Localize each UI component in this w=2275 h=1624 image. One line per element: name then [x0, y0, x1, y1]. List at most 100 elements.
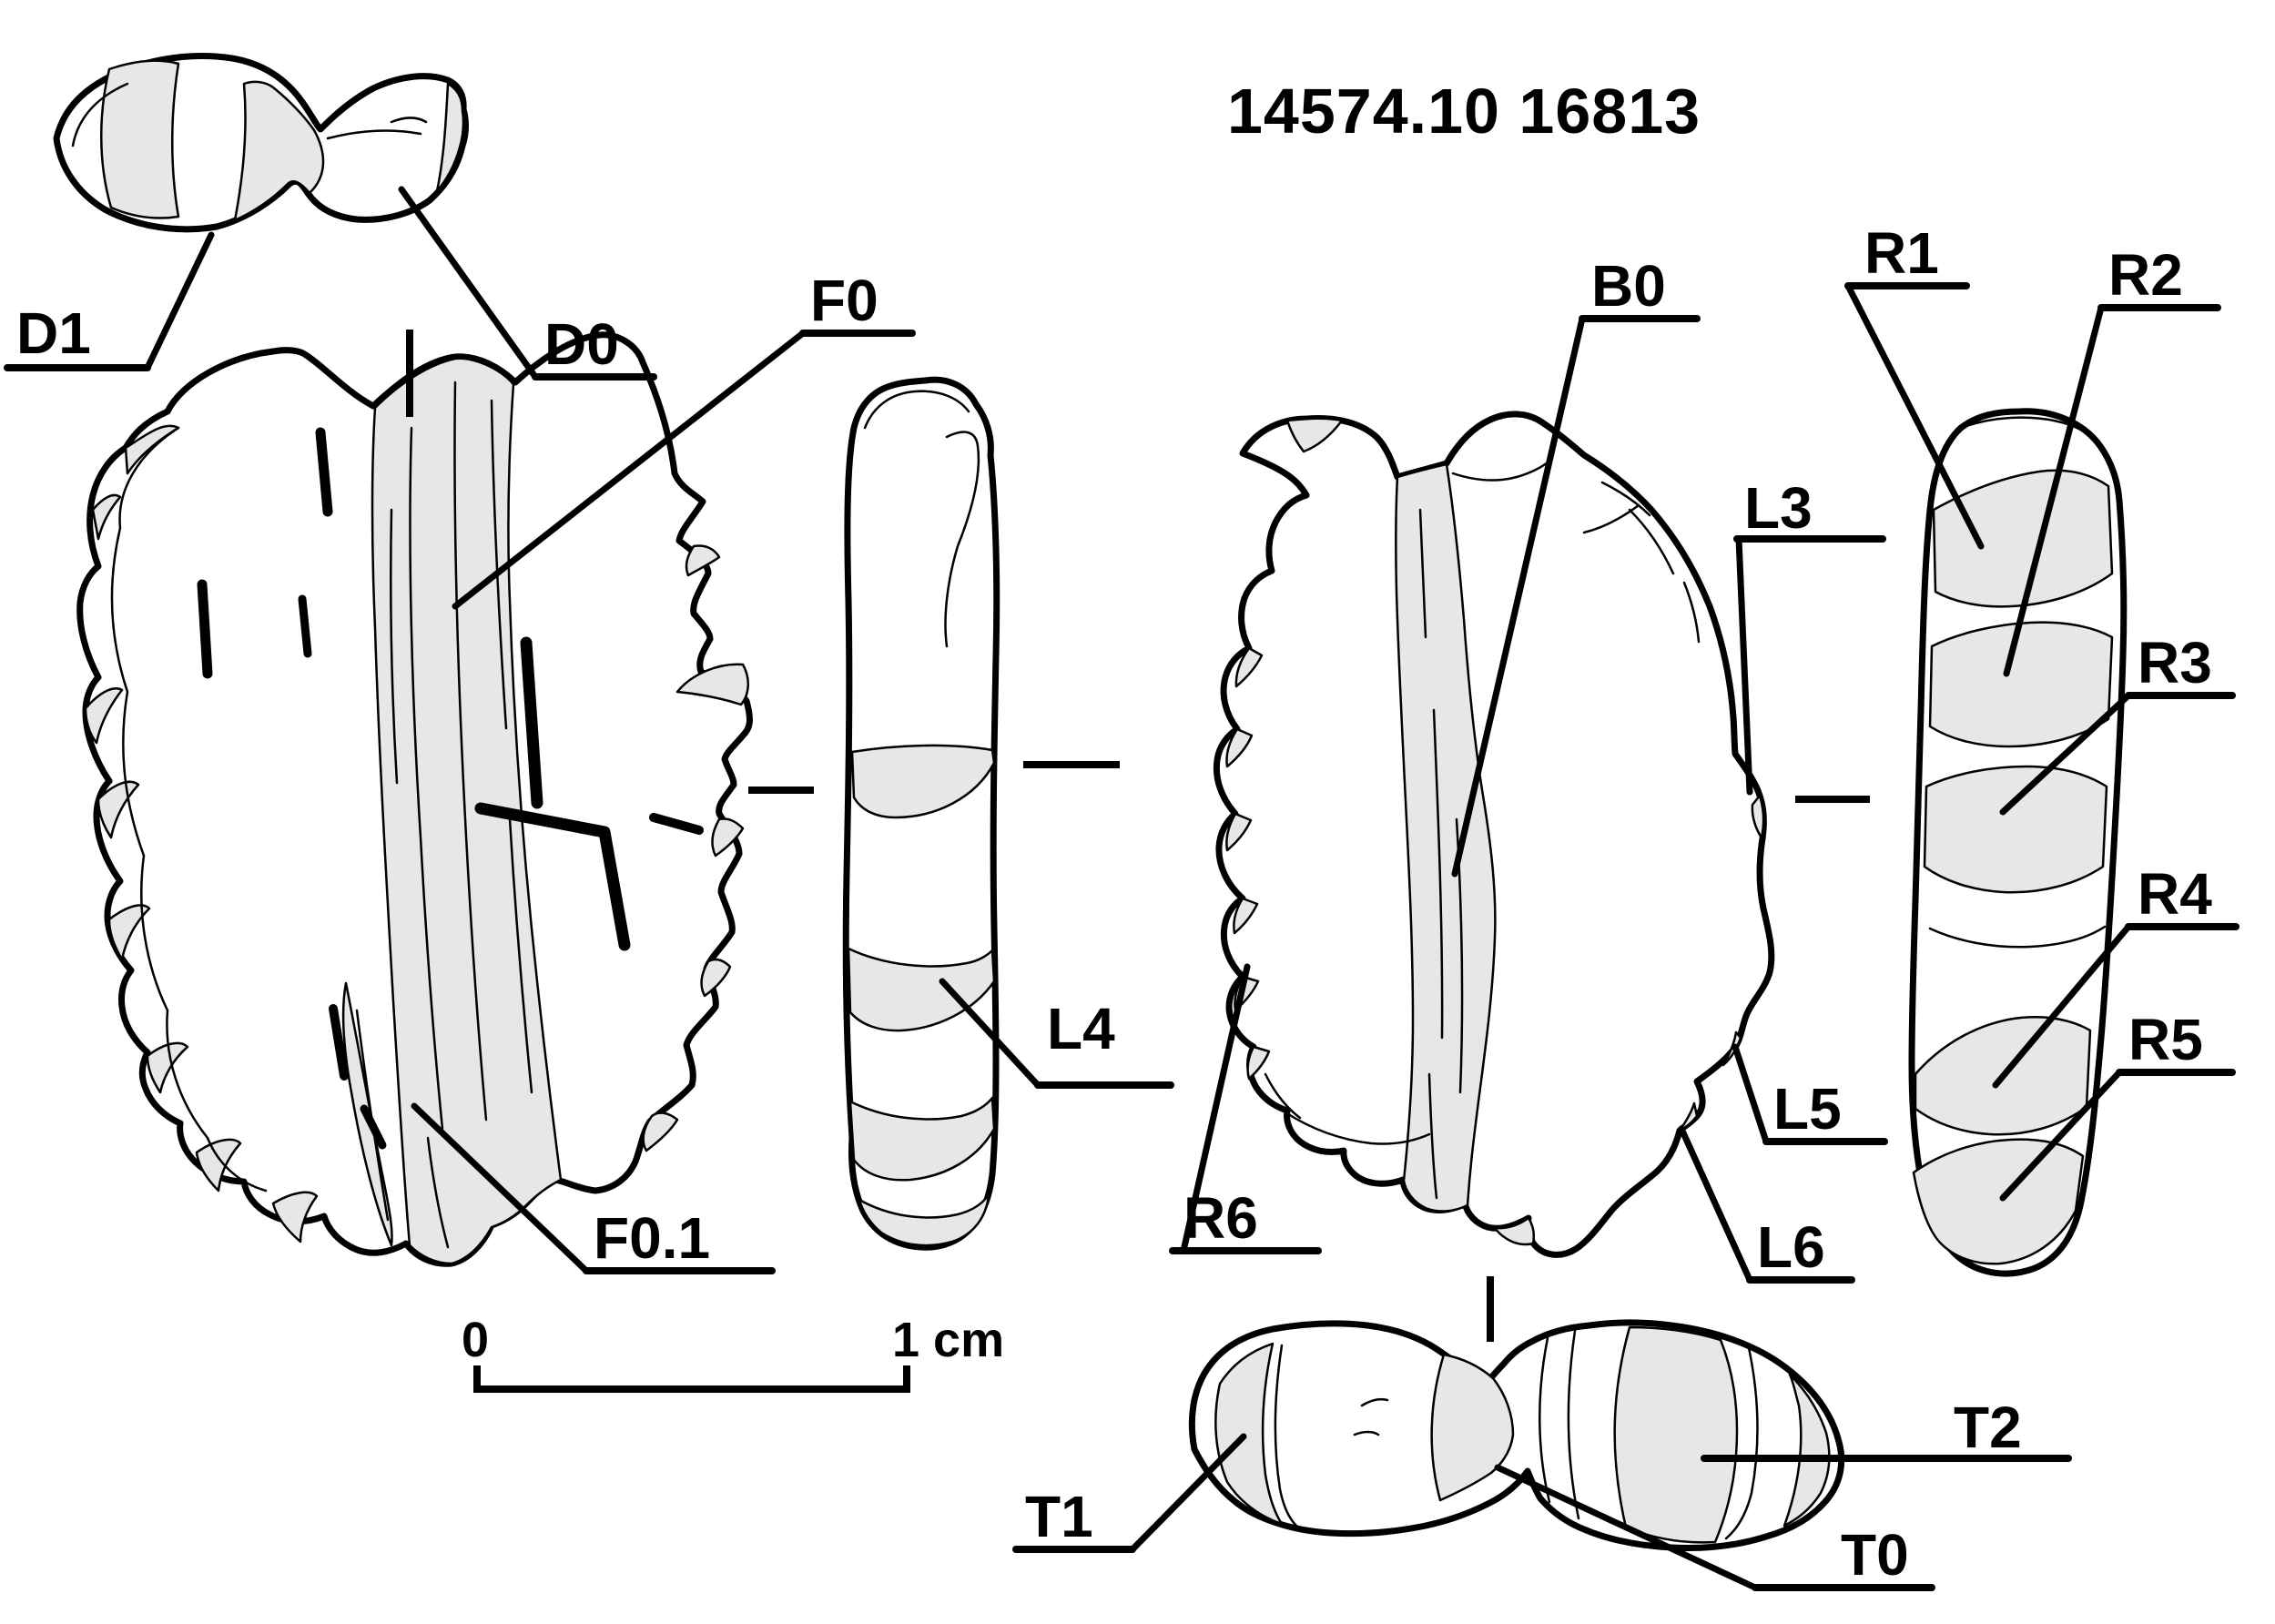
label-l6: L6: [1678, 1125, 1855, 1284]
specimen-id-title: 14574.10 16813: [1227, 76, 1701, 147]
label-r5: R5: [1999, 1007, 2236, 1202]
f0-face-view-scar-patch: [146, 1041, 189, 1094]
label-r4: R4: [1992, 861, 2239, 1089]
right-lateral-view-scar-patch: [1923, 765, 2108, 894]
label-r3: R3: [1999, 630, 2236, 816]
f0-face-view-abrasion-mark: [315, 427, 333, 517]
label-text-r2: R2: [2108, 242, 2183, 308]
leader-line-r1: [1844, 282, 1985, 550]
f0-face-view-abrasion-mark: [329, 1004, 349, 1081]
label-r2: R2: [2003, 242, 2221, 677]
view-left-lateral-view: [842, 376, 1000, 1251]
b0-face-view-scar-patch: [1285, 417, 1344, 453]
leader-line-d1: [144, 231, 215, 371]
f0-face-view-abrasion-mark: [298, 594, 312, 658]
scale-one-cm-label: 1 cm: [892, 1313, 1004, 1367]
label-l5: L5: [1732, 1043, 1888, 1145]
right-lateral-view-scar-patch: [1932, 469, 2114, 608]
leader-line-b0: [1451, 315, 1586, 878]
f0-face-view-scar-patch: [84, 687, 124, 745]
f0-face-view-abrasion-mark: [197, 579, 213, 679]
label-text-l5: L5: [1773, 1076, 1842, 1142]
leader-line-l6: [1678, 1125, 1753, 1284]
b0-face-view-ridge-line: [1427, 1072, 1438, 1200]
f0-face-view-scar-patch: [711, 817, 745, 858]
label-text-f0: F0: [810, 268, 879, 333]
leader-line-t1: [1129, 1433, 1247, 1553]
b0-face-view-ridge-line: [1451, 461, 1549, 482]
bottom-top-view-ridge-line: [1567, 1329, 1580, 1520]
f0-face-view-scar-patch: [371, 357, 563, 1265]
label-text-b0: B0: [1591, 253, 1666, 319]
label-b0: B0: [1451, 253, 1701, 878]
b0-face-view-scar-patch: [1225, 812, 1253, 852]
leader-line-t0: [1494, 1464, 1759, 1591]
leader-line-r2: [2003, 304, 2105, 677]
leader-line-f0.1: [411, 1102, 590, 1274]
b0-face-view-ridge-line: [1264, 1072, 1302, 1120]
b0-face-view-scar-patch: [1225, 727, 1254, 768]
bottom-top-view-ridge-line: [1353, 1430, 1380, 1436]
f0-face-view-ridge-line: [426, 1136, 450, 1249]
f0-face-view-scar-patch: [675, 663, 749, 706]
b0-face-view-ridge-line: [1600, 481, 1651, 517]
scale-bar-bracket: [473, 1365, 910, 1393]
label-l4: L4: [939, 978, 1174, 1089]
f0-face-view-abrasion-mark: [520, 636, 543, 809]
label-t0: T0: [1494, 1464, 1935, 1591]
dorsal-top-view-scar-patch: [99, 59, 180, 219]
orientation-marks: [406, 330, 1870, 1342]
label-d0: D0: [398, 186, 657, 381]
bottom-top-view-ridge-line: [1274, 1344, 1298, 1528]
scale-zero-label: 0: [462, 1313, 489, 1367]
f0-face-view-ridge-line: [453, 381, 488, 1122]
f0-face-view-abrasion-mark: [649, 813, 704, 835]
b0-face-view-ridge-line: [1432, 708, 1444, 1040]
leader-line-r6: [1180, 963, 1251, 1254]
f0-face-view-scar-patch: [685, 544, 721, 577]
right-lateral-view-ridge-line: [1928, 925, 2107, 949]
b0-face-view-scar-patch: [1395, 462, 1497, 1213]
label-t1: T1: [1012, 1433, 1247, 1553]
label-f0-1: F0.1: [411, 1102, 776, 1274]
left-lateral-view-scar-patch: [847, 947, 996, 1032]
label-r1: R1: [1844, 220, 1985, 550]
view-b0-face-view: [1213, 411, 1775, 1258]
view-dorsal-top-view: [53, 53, 469, 233]
left-lateral-view-scar-patch: [848, 1096, 996, 1182]
f0-face-view-scar-patch: [700, 958, 732, 998]
label-t2: T2: [1701, 1395, 2072, 1462]
bottom-top-view-scar-patch: [1430, 1353, 1515, 1502]
bottom-top-view-ridge-line: [1539, 1336, 1551, 1504]
label-l3: L3: [1733, 475, 1886, 796]
label-d1: D1: [4, 231, 215, 371]
label-text-d0: D0: [544, 311, 619, 377]
dorsal-top-view-scar-patch: [233, 80, 325, 222]
bottom-top-view-ridge-line: [1360, 1398, 1389, 1407]
left-lateral-view-scar-patch: [850, 744, 996, 819]
b0-face-view-scar-patch: [1493, 1216, 1536, 1246]
bottom-top-view-scar-patch: [1214, 1342, 1284, 1526]
b0-face-view-ridge-line: [1418, 508, 1427, 639]
left-lateral-view-ridge-line: [944, 431, 980, 648]
dorsal-top-view-ridge-line: [326, 129, 422, 140]
label-text-r6: R6: [1183, 1185, 1258, 1251]
left-lateral-view-scar-patch: [858, 1193, 990, 1247]
dorsal-top-view-ridge-line: [390, 117, 428, 124]
f0-face-view-abrasion-mark: [360, 1104, 387, 1150]
leader-line-r4: [1992, 923, 2132, 1089]
b0-face-view-scar-patch: [1751, 794, 1765, 839]
label-text-t1: T1: [1025, 1484, 1093, 1549]
right-lateral-view-scar-patch: [1912, 1138, 2085, 1265]
b0-face-view-ridge-line: [1628, 508, 1675, 575]
label-f0: F0: [452, 268, 916, 610]
leader-line-r5: [1999, 1069, 2123, 1202]
view-bottom-top-view: [1188, 1319, 1845, 1551]
leader-line-d0: [398, 186, 539, 381]
right-lateral-view-scar-patch: [1928, 621, 2114, 748]
bottom-top-view-scar-patch: [1613, 1325, 1739, 1544]
label-text-l3: L3: [1744, 475, 1813, 541]
scale-bar: 0 1 cm: [462, 1313, 1004, 1393]
f0-face-view-scar-patch: [642, 1111, 679, 1152]
